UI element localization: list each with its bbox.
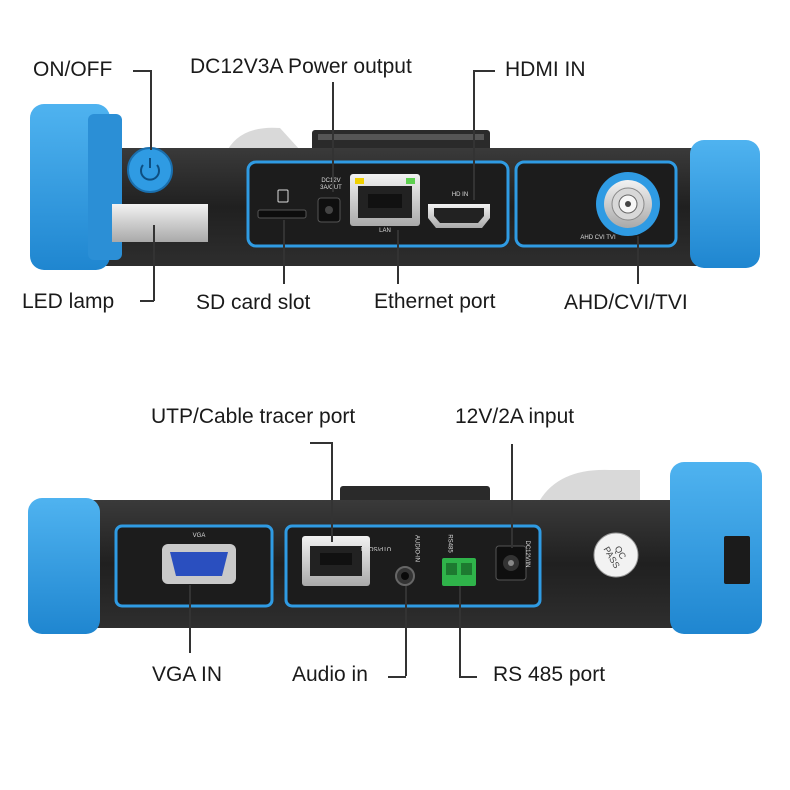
leader-hdmi-v [473, 70, 475, 200]
top-dc-out-label-line1: DC12V [321, 178, 341, 184]
label-ahd-cvi-tvi: AHD/CVI/TVI [564, 291, 688, 314]
leader-audio-v [405, 586, 407, 676]
label-ethernet-port: Ethernet port [374, 290, 496, 313]
leader-audio-h [388, 676, 406, 678]
top-ahd-label: AHD CVI TVI [580, 235, 616, 241]
top-power-button [127, 147, 173, 193]
bottom-device [28, 462, 762, 634]
label-led-lamp: LED lamp [22, 290, 115, 313]
top-sd-slot [257, 209, 307, 219]
top-dc-out-label-line2: 3A/OUT [320, 185, 342, 191]
bottom-vga-label: VGA [192, 533, 206, 539]
bottom-hump [540, 469, 640, 500]
top-device [30, 104, 760, 270]
bottom-qc-sticker [593, 532, 639, 578]
top-lan-label: LAN [379, 228, 391, 234]
leader-utp-v [331, 442, 333, 542]
bottom-right-bumper [670, 462, 762, 634]
bottom-left-bumper [28, 498, 100, 634]
leader-vga [189, 585, 191, 653]
bottom-rs485-label: RS485 [446, 534, 453, 553]
leader-rs485-h [459, 676, 477, 678]
label-power-output: DC12V3A Power output [190, 55, 412, 78]
top-hd-in-label: HD IN [451, 192, 469, 198]
label-utp-port: UTP/Cable tracer port [151, 405, 356, 428]
label-dc-input: 12V/2A input [455, 405, 575, 428]
bottom-audio-in-label: AUDIO-IN [413, 535, 420, 562]
label-rs485-port: RS 485 port [493, 663, 606, 686]
top-led-lamp [112, 204, 208, 242]
leader-bnc [637, 236, 639, 284]
top-dc-out-label: DC12V 3A/OUT [314, 178, 348, 192]
bottom-dc-in-label: DC12V/IN [524, 540, 530, 568]
leader-hdmi-h [473, 70, 495, 72]
label-vga-in: VGA IN [152, 663, 223, 686]
label-audio-in: Audio in [292, 663, 368, 686]
label-sd-card-slot: SD card slot [196, 291, 311, 314]
leader-sd [283, 220, 285, 284]
leader-utp-h [310, 442, 332, 444]
leader-power-output [332, 82, 334, 192]
leader-rs485-v [459, 586, 461, 676]
top-right-bumper [690, 140, 760, 268]
label-hdmi-in: HDMI IN [505, 58, 586, 81]
leader-dc-in [511, 444, 513, 548]
leader-on-off-h [133, 70, 151, 72]
leader-on-off-v [150, 70, 152, 150]
leader-ethernet [397, 230, 399, 284]
leader-led-h [140, 300, 154, 302]
leader-led-v [153, 225, 155, 301]
bottom-utp-scan-label: UTP/SCAN [360, 545, 392, 551]
label-on-off: ON/OFF [33, 58, 113, 81]
